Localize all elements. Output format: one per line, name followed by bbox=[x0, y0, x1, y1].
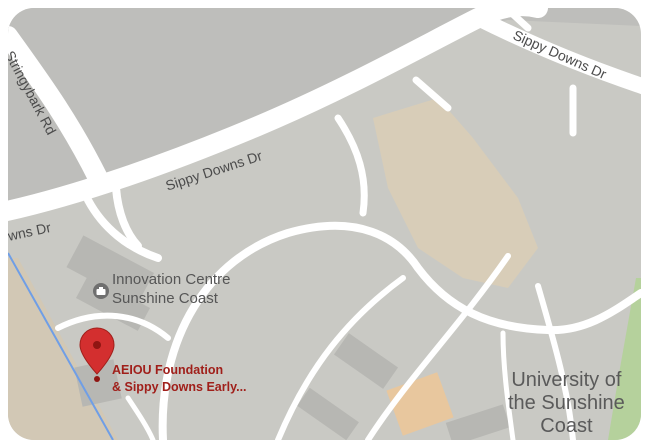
map-canvas[interactable]: Stringybark Rd Sippy Downs Dr wns Dr Sip… bbox=[8, 8, 641, 440]
map-pin-icon[interactable] bbox=[79, 327, 115, 382]
map-layers bbox=[8, 8, 641, 440]
building-campus-2 bbox=[297, 387, 359, 440]
campus-line1: University of bbox=[511, 369, 622, 391]
road-campus-loop bbox=[334, 114, 368, 217]
building-campus-1 bbox=[333, 333, 399, 389]
poi-aeiou-line2: & Sippy Downs Early... bbox=[112, 380, 247, 394]
road-west-branch-2 bbox=[112, 184, 142, 250]
briefcase-icon bbox=[93, 283, 109, 299]
road-campus-inner bbox=[275, 275, 406, 440]
building-campus-3 bbox=[445, 404, 511, 440]
park-area bbox=[608, 278, 641, 440]
road-campus-east bbox=[535, 283, 576, 440]
building-innovation bbox=[66, 235, 155, 305]
road-west-access-2 bbox=[125, 395, 156, 440]
land-upper bbox=[8, 8, 641, 208]
poi-label-innovation-centre[interactable]: Innovation Centre Sunshine Coast bbox=[112, 270, 230, 308]
campus-line2: the Sunshine bbox=[508, 392, 625, 414]
road-stringybark bbox=[8, 26, 108, 188]
poi-innovation-line1: Innovation Centre bbox=[112, 271, 231, 288]
road-top-right-1 bbox=[502, 8, 532, 32]
building-aeiou bbox=[74, 359, 122, 407]
land-sand bbox=[373, 98, 538, 288]
poi-aeiou-line1: AEIOU Foundation bbox=[112, 363, 224, 377]
road-sippy-ne bbox=[470, 10, 641, 95]
road-west-access bbox=[55, 312, 171, 341]
road-west-branch bbox=[84, 196, 162, 262]
poi-label-aeiou[interactable]: AEIOU Foundation & Sippy Downs Early... bbox=[112, 362, 247, 396]
roads bbox=[8, 8, 641, 440]
campus-label-university[interactable]: University of the Sunshine Coast bbox=[508, 369, 625, 438]
poi-innovation-line2: Sunshine Coast bbox=[112, 290, 218, 307]
road-campus-east-2 bbox=[500, 330, 516, 440]
road-top-right-3 bbox=[412, 76, 452, 112]
waterway bbox=[8, 252, 114, 440]
road-campus-arc bbox=[158, 221, 641, 440]
road-campus-inner-2 bbox=[365, 253, 511, 440]
campus-line3: Coast bbox=[540, 415, 593, 437]
